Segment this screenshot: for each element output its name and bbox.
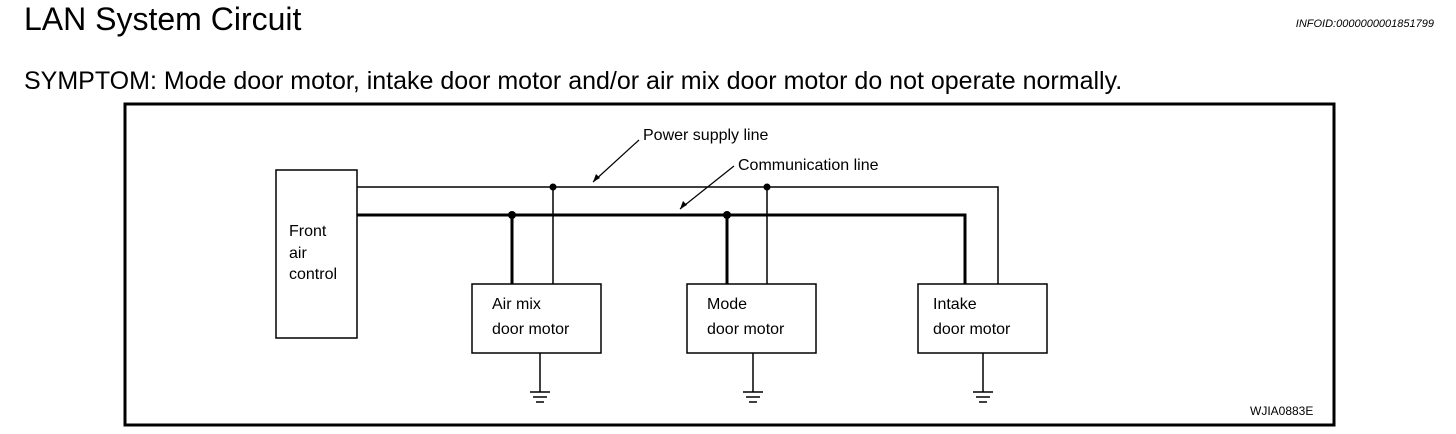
comm-junction-air-mix: [508, 211, 516, 219]
diagram-frame: [123, 102, 1336, 427]
air-mix-label-2: door motor: [492, 321, 570, 338]
power-callout-arrow: [593, 174, 600, 182]
power-supply-line: [357, 186, 999, 284]
comm-callout-leader: [679, 165, 735, 210]
controller-label-3: control: [289, 266, 337, 283]
comm-callout-arrow: [680, 201, 687, 209]
ground-symbol-intake: [973, 353, 993, 403]
symptom-text: SYMPTOM: Mode door motor, intake door mo…: [24, 67, 1123, 95]
page-title: LAN System Circuit: [24, 1, 302, 37]
ground-symbol-air-mix: [530, 353, 550, 403]
communication-line-label: Communication line: [738, 157, 879, 174]
figure-code: WJIA0883E: [1250, 404, 1313, 418]
mode-label-1: Mode: [707, 296, 747, 313]
front-air-control-box: [275, 169, 358, 339]
power-junction-mode: [763, 183, 771, 191]
communication-line: [357, 213, 967, 284]
controller-label-2: air: [289, 245, 307, 262]
controller-label-1: Front: [289, 223, 327, 240]
info-id: INFOID:0000000001851799: [1295, 18, 1434, 30]
power-junction-air-mix: [549, 183, 557, 191]
mode-door-motor-box: [686, 283, 817, 354]
air-mix-door-motor-box: [471, 283, 602, 354]
power-callout-leader: [592, 139, 640, 183]
air-mix-label-1: Air mix: [492, 296, 541, 313]
intake-label-2: door motor: [933, 321, 1011, 338]
intake-door-motor-box: [917, 283, 1048, 354]
ground-symbol-mode: [743, 353, 763, 403]
power-supply-line-label: Power supply line: [643, 127, 769, 144]
comm-junction-mode: [723, 211, 731, 219]
mode-label-2: door motor: [707, 321, 785, 338]
intake-label-1: Intake: [933, 296, 977, 313]
